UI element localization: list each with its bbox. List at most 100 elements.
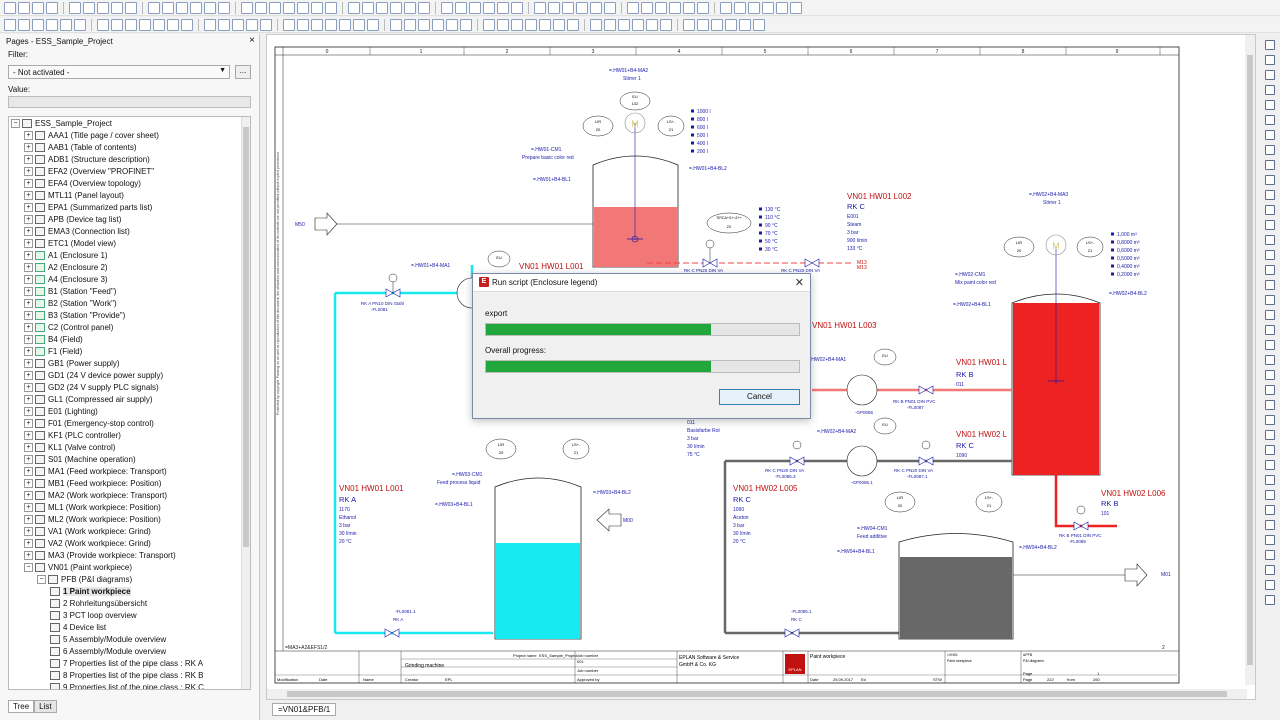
expand-icon[interactable]: + [24, 251, 33, 261]
drawing-tool-icon[interactable] [1265, 145, 1275, 155]
toolbar-button-icon[interactable] [269, 1, 281, 14]
toolbar-button-icon[interactable] [404, 18, 416, 31]
toolbar-button-icon[interactable] [497, 1, 509, 14]
toolbar-button-icon[interactable] [460, 18, 472, 31]
toolbar-button-icon[interactable] [497, 18, 509, 31]
drawing-tool-icon[interactable] [1265, 220, 1275, 230]
toolbar-button-icon[interactable] [181, 18, 193, 31]
tree-item[interactable]: 6 Assembly/Module overview [50, 646, 166, 658]
tree-item[interactable]: +GL1 (Compressed air supply) [24, 394, 152, 406]
expand-icon[interactable]: + [24, 539, 33, 549]
toolbar-button-icon[interactable] [69, 1, 81, 14]
toolbar-button-icon[interactable] [46, 1, 58, 14]
drawing-tool-icon[interactable] [1265, 355, 1275, 365]
drawing-tool-icon[interactable] [1265, 400, 1275, 410]
toolbar-button-icon[interactable] [176, 1, 188, 14]
expand-icon[interactable]: + [24, 371, 33, 381]
toolbar-button-icon[interactable] [725, 18, 737, 31]
toolbar-button-icon[interactable] [511, 18, 523, 31]
toolbar-button-icon[interactable] [627, 1, 639, 14]
tree-scroll-thumb[interactable] [243, 127, 249, 547]
tree-item[interactable]: +E01 (Lighting) [24, 406, 98, 418]
value-field[interactable] [8, 96, 251, 108]
toolbar-button-icon[interactable] [32, 18, 44, 31]
toolbar-button-icon[interactable] [139, 18, 151, 31]
tree-item[interactable]: +AAB1 (Table of contents) [24, 142, 137, 154]
page-tree[interactable]: −ESS_Sample_Project+AAA1 (Title page / c… [8, 116, 251, 690]
toolbar-button-icon[interactable] [83, 1, 95, 14]
toolbar-button-icon[interactable] [111, 1, 123, 14]
tree-item[interactable]: +C2 (Control panel) [24, 322, 113, 334]
toolbar-button-icon[interactable] [390, 1, 402, 14]
drawing-tool-icon[interactable] [1265, 565, 1275, 575]
tree-item[interactable]: +MTL11 (Panel layout) [24, 190, 124, 202]
toolbar-button-icon[interactable] [376, 1, 388, 14]
tree-item[interactable]: +F01 (Emergency-stop control) [24, 418, 154, 430]
drawing-tool-icon[interactable] [1265, 520, 1275, 530]
drawing-tool-icon[interactable] [1265, 190, 1275, 200]
toolbar-button-icon[interactable] [283, 18, 295, 31]
toolbar-button-icon[interactable] [148, 1, 160, 14]
collapse-icon[interactable]: − [24, 563, 33, 573]
toolbar-button-icon[interactable] [325, 18, 337, 31]
tree-item[interactable]: +A1 (Enclosure 1) [24, 250, 108, 262]
drawing-tool-icon[interactable] [1265, 160, 1275, 170]
expand-icon[interactable]: + [24, 443, 33, 453]
tree-item[interactable]: +B3 (Station "Provide") [24, 310, 125, 322]
toolbar-button-icon[interactable] [604, 18, 616, 31]
drawing-tool-icon[interactable] [1265, 475, 1275, 485]
toolbar-button-icon[interactable] [97, 1, 109, 14]
toolbar-button-icon[interactable] [618, 18, 630, 31]
toolbar-button-icon[interactable] [204, 1, 216, 14]
collapse-icon[interactable]: − [11, 119, 20, 129]
toolbar-button-icon[interactable] [432, 18, 444, 31]
drawing-tool-icon[interactable] [1265, 130, 1275, 140]
toolbar-button-icon[interactable] [46, 18, 58, 31]
drawing-tool-icon[interactable] [1265, 40, 1275, 50]
toolbar-button-icon[interactable] [762, 1, 774, 14]
toolbar-button-icon[interactable] [590, 1, 602, 14]
expand-icon[interactable]: + [24, 323, 33, 333]
toolbar-button-icon[interactable] [660, 18, 672, 31]
expand-icon[interactable]: + [24, 215, 33, 225]
toolbar-button-icon[interactable] [297, 18, 309, 31]
tree-item[interactable]: +A2 (Enclosure 2) [24, 262, 108, 274]
toolbar-button-icon[interactable] [153, 18, 165, 31]
expand-icon[interactable]: + [24, 203, 33, 213]
toolbar-button-icon[interactable] [390, 18, 402, 31]
toolbar-button-icon[interactable] [18, 1, 30, 14]
tab-list[interactable]: List [34, 700, 57, 713]
tree-item[interactable]: +AAA1 (Title page / cover sheet) [24, 130, 159, 142]
drawing-tool-icon[interactable] [1265, 445, 1275, 455]
toolbar-button-icon[interactable] [190, 1, 202, 14]
toolbar-button-icon[interactable] [548, 1, 560, 14]
toolbar-button-icon[interactable] [720, 1, 732, 14]
cancel-button[interactable]: Cancel [719, 389, 800, 405]
tree-item[interactable]: +GB1 (Power supply) [24, 358, 120, 370]
toolbar-button-icon[interactable] [553, 18, 565, 31]
toolbar-button-icon[interactable] [604, 1, 616, 14]
toolbar-button-icon[interactable] [441, 1, 453, 14]
toolbar-button-icon[interactable] [739, 18, 751, 31]
toolbar-button-icon[interactable] [325, 1, 337, 14]
toolbar-button-icon[interactable] [567, 18, 579, 31]
tree-item[interactable]: 5 Assembly/Module overview [50, 634, 166, 646]
expand-icon[interactable]: + [24, 155, 33, 165]
expand-icon[interactable]: + [24, 179, 33, 189]
tree-item[interactable]: +KF1 (PLC controller) [24, 430, 121, 442]
toolbar-button-icon[interactable] [655, 1, 667, 14]
tree-item[interactable]: +GD1 (24 V device power supply) [24, 370, 163, 382]
expand-icon[interactable]: + [24, 239, 33, 249]
tree-item[interactable]: +KL1 (Valve control) [24, 442, 115, 454]
tree-item[interactable]: +EMA3 (Connection list) [24, 226, 130, 238]
toolbar-button-icon[interactable] [162, 1, 174, 14]
expand-icon[interactable]: + [24, 479, 33, 489]
expand-icon[interactable]: + [24, 359, 33, 369]
drawing-tool-icon[interactable] [1265, 115, 1275, 125]
toolbar-button-icon[interactable] [283, 1, 295, 14]
drawing-tool-icon[interactable] [1265, 55, 1275, 65]
toolbar-button-icon[interactable] [669, 1, 681, 14]
drawing-tool-icon[interactable] [1265, 340, 1275, 350]
toolbar-button-icon[interactable] [260, 18, 272, 31]
